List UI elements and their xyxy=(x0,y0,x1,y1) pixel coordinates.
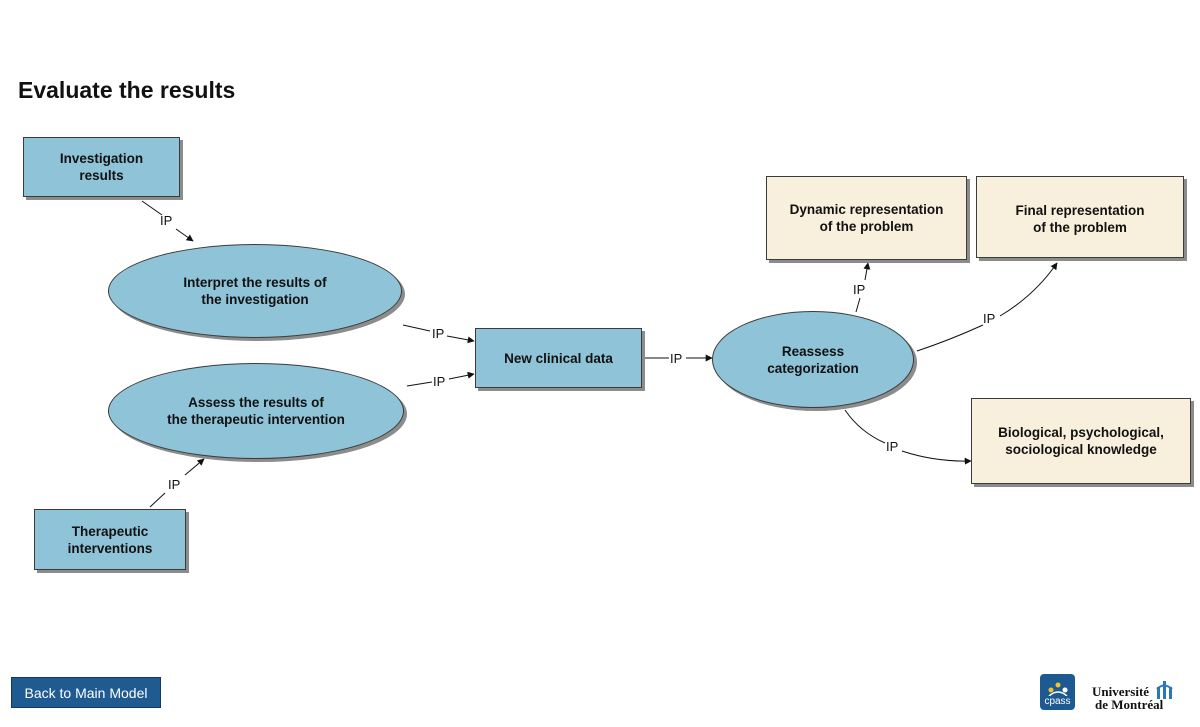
edge-interpret-to-data-tail xyxy=(446,335,475,344)
universite-line-1: Université xyxy=(1092,684,1150,699)
investigation-results-box[interactable]: Investigation results xyxy=(23,137,180,197)
edge-reassess-to-dynamic xyxy=(855,297,861,313)
interpret-results-ellipse[interactable]: Interpret the results of the investigati… xyxy=(108,244,402,338)
edge-label-2: IP xyxy=(432,326,444,341)
cpass-people-icon xyxy=(1048,682,1067,696)
edge-label-6: IP xyxy=(853,282,865,297)
edge-label-8: IP xyxy=(886,439,898,454)
new-clinical-data-box[interactable]: New clinical data xyxy=(475,328,642,388)
edge-reassess-to-final xyxy=(916,324,984,352)
edge-reassess-to-dynamic-tail xyxy=(863,262,871,281)
edge-investigation-to-interpret-tail xyxy=(175,228,194,242)
therapeutic-interventions-box[interactable]: Therapeutic interventions xyxy=(34,509,186,570)
edge-label-4: IP xyxy=(168,477,180,492)
udem-emblem-icon xyxy=(1156,681,1173,699)
edge-reassess-to-final-tail xyxy=(999,262,1058,317)
edge-therapeutic-to-assess-tail xyxy=(184,458,205,476)
edge-label-7: IP xyxy=(983,311,995,326)
edge-reassess-to-knowledge xyxy=(844,409,886,444)
edge-therapeutic-to-assess xyxy=(149,492,166,508)
edge-label-1: IP xyxy=(160,213,172,228)
cpass-logo-text: cpass xyxy=(1044,696,1071,707)
edge-label-3: IP xyxy=(433,374,445,389)
final-representation-box[interactable]: Final representation of the problem xyxy=(976,176,1184,258)
edge-assess-to-data xyxy=(406,381,433,387)
edge-reassess-to-knowledge-tail xyxy=(901,450,972,465)
cpass-logo: cpass xyxy=(1040,674,1075,710)
assess-results-ellipse[interactable]: Assess the results of the therapeutic in… xyxy=(108,363,404,459)
dynamic-representation-box[interactable]: Dynamic representation of the problem xyxy=(766,176,967,260)
universite-line-2: de Montréal xyxy=(1095,697,1164,712)
knowledge-box[interactable]: Biological, psychological, sociological … xyxy=(971,398,1191,484)
back-to-main-model-button[interactable]: Back to Main Model xyxy=(11,677,161,708)
edge-interpret-to-data xyxy=(402,324,431,332)
edge-assess-to-data-tail xyxy=(448,371,475,380)
edge-label-5: IP xyxy=(670,351,682,366)
universite-de-montreal-logo: Université de Montréal xyxy=(1092,679,1192,713)
edge-investigation-to-interpret xyxy=(141,200,163,216)
reassess-categorization-ellipse[interactable]: Reassess categorization xyxy=(712,311,914,408)
page-title: Evaluate the results xyxy=(18,77,236,103)
